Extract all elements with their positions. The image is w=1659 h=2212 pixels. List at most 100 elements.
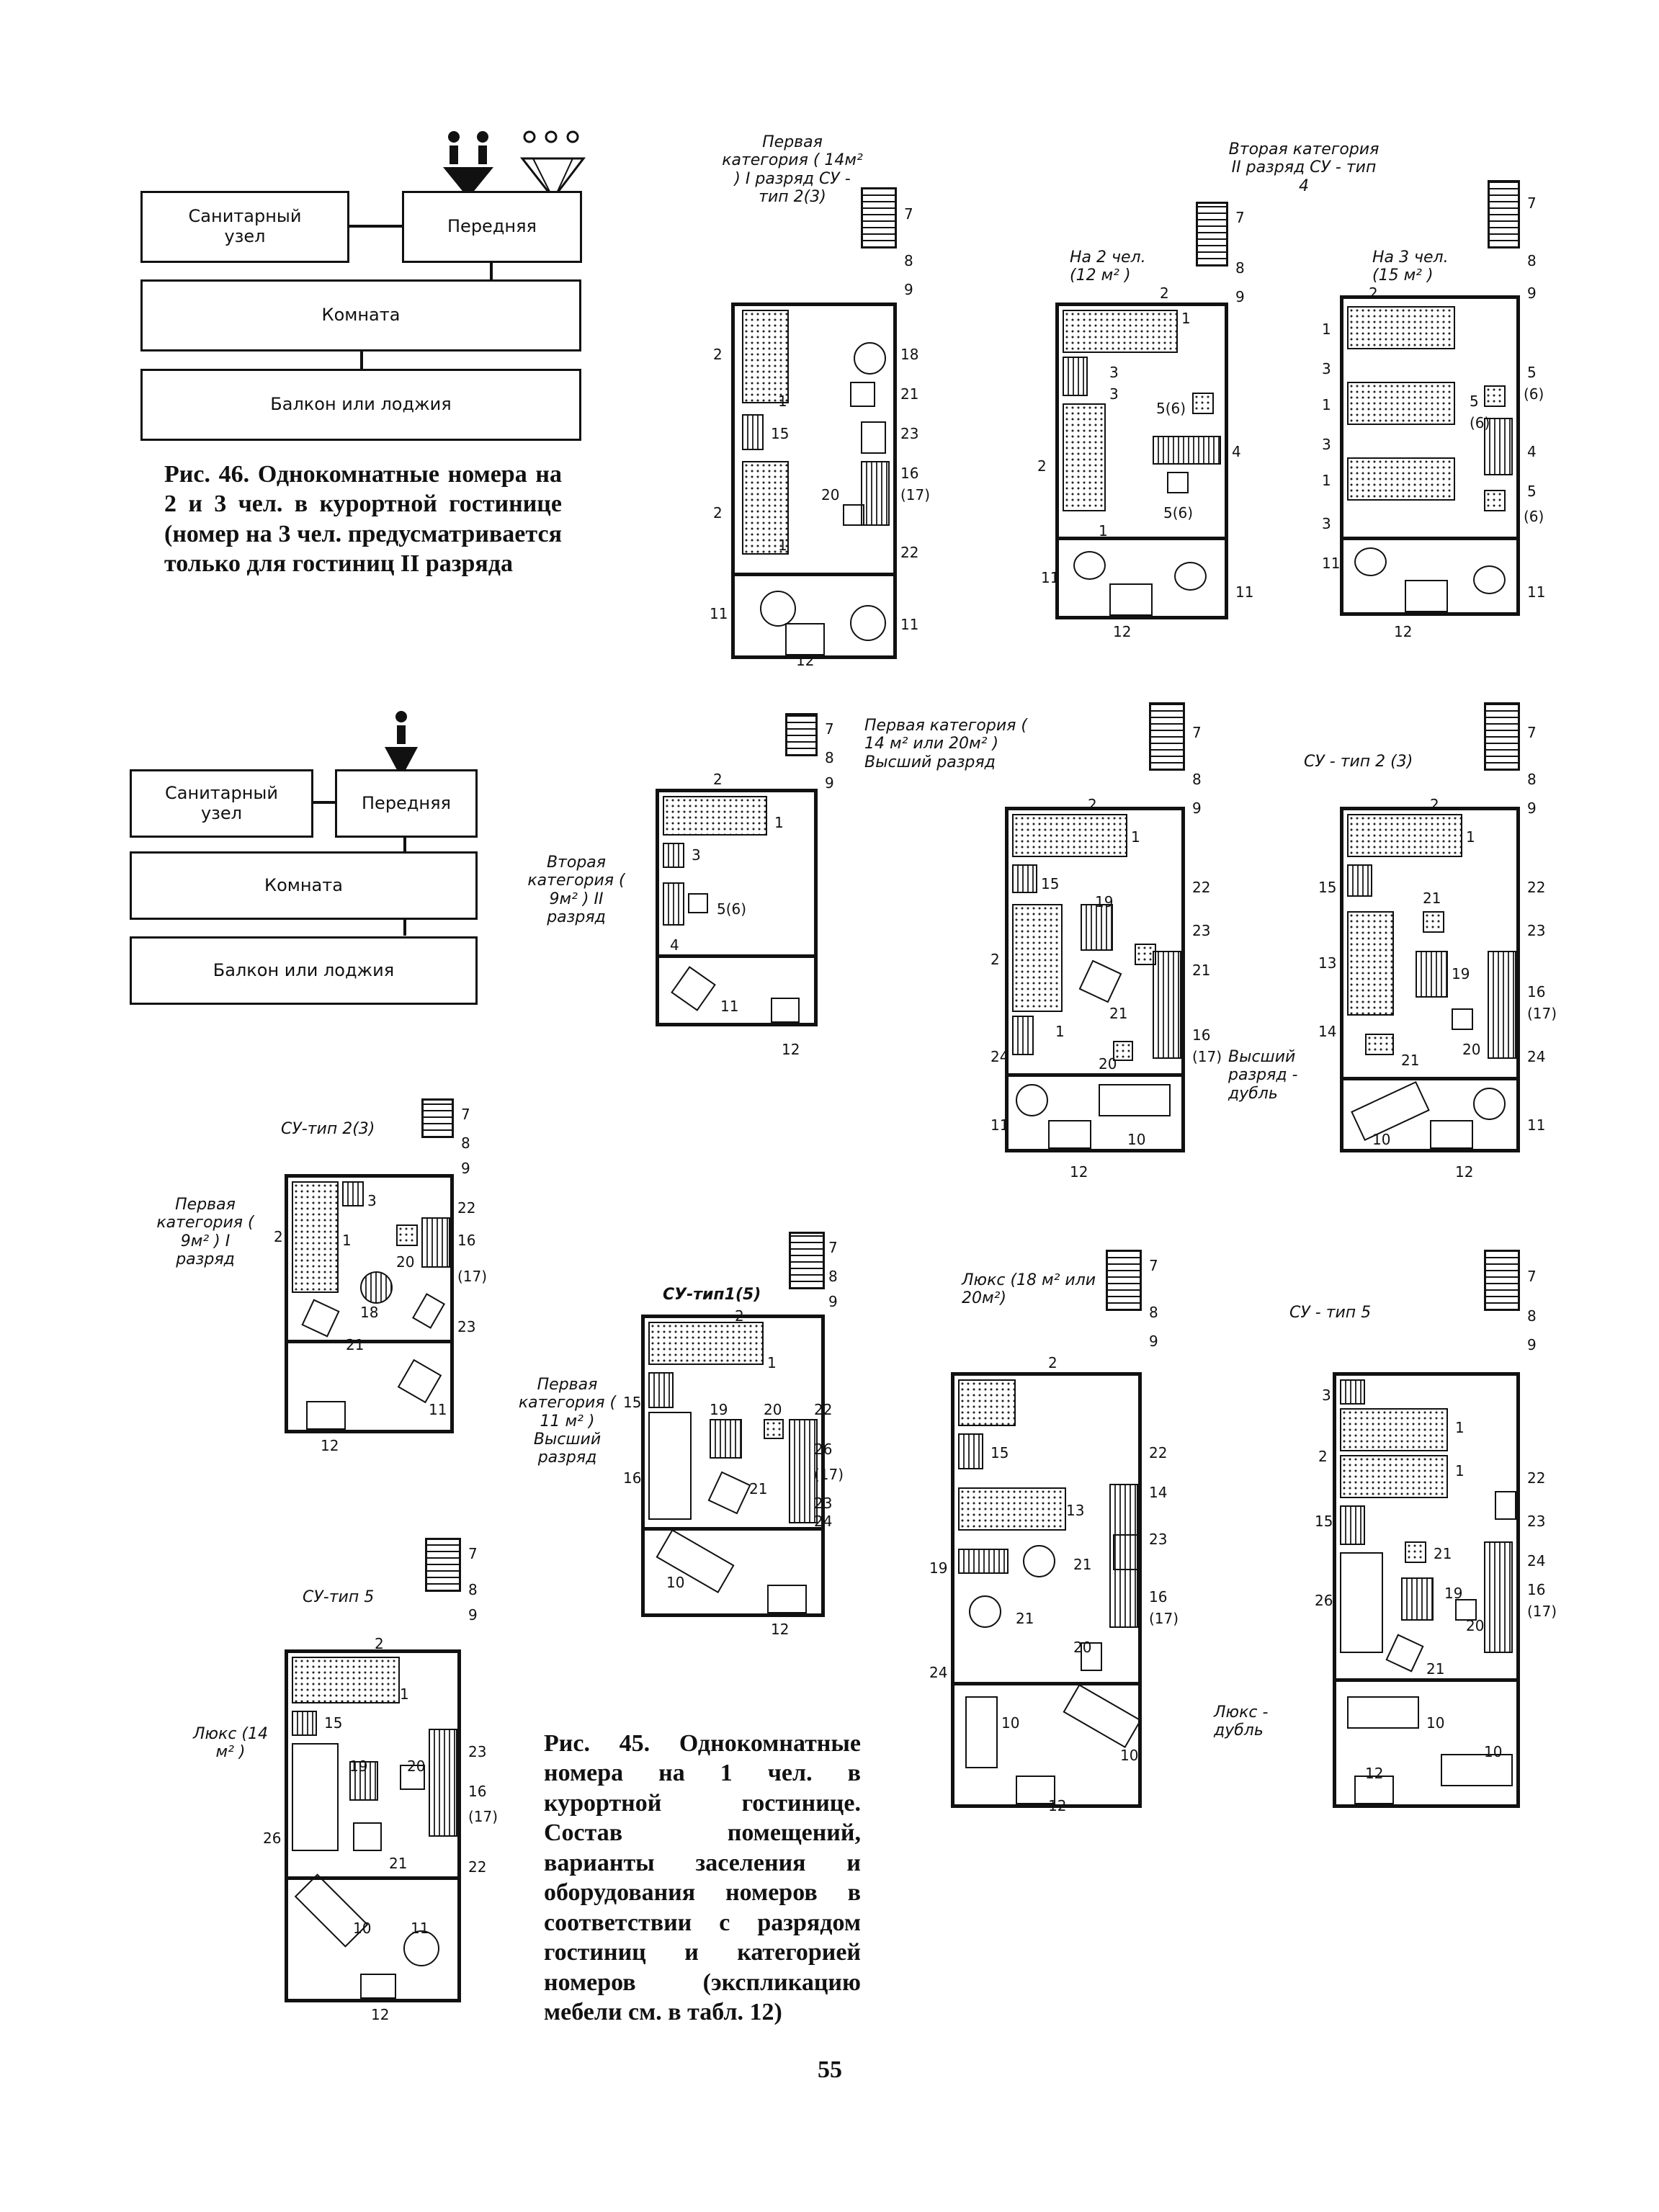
armchair-round: [1354, 547, 1387, 576]
furniture-number-label: 21: [346, 1336, 365, 1353]
furniture-number-label: (17): [1527, 1005, 1557, 1022]
furniture-number-label: 10: [1001, 1714, 1020, 1732]
furniture-number-label: 15: [1041, 875, 1060, 892]
furniture-number-label: 26: [814, 1441, 833, 1458]
furniture-number-label: 20: [407, 1757, 426, 1775]
furniture-number-label: 9: [468, 1606, 478, 1624]
plan-title: Первая категория ( 14м² ) I разряд СУ - …: [722, 133, 863, 206]
table-round: [1023, 1545, 1055, 1577]
desk: [1416, 951, 1448, 998]
furniture-number-label: 11: [1322, 555, 1341, 572]
furniture-number-label: 2: [1160, 285, 1169, 302]
furniture-number-label: 18: [360, 1304, 379, 1321]
furniture-number-label: 5(6): [1156, 400, 1186, 417]
furniture-number-label: 3: [367, 1192, 377, 1209]
furniture-number-label: 20: [1466, 1617, 1485, 1634]
balcony-wall: [731, 573, 897, 576]
wardrobe: [1488, 951, 1516, 1059]
balcony-wall: [1055, 537, 1228, 540]
wardrobe: [1153, 951, 1181, 1059]
furniture-number-label: 7: [825, 720, 834, 738]
furniture-number-label: 9: [1527, 800, 1537, 817]
table: [1048, 1120, 1091, 1149]
desk: [710, 1419, 742, 1459]
bed: [1340, 1455, 1448, 1498]
furniture-number-label: 11: [1527, 1116, 1546, 1134]
armchair-round: [1473, 1088, 1506, 1120]
lounger: [1347, 1696, 1419, 1729]
furniture-number-label: (17): [457, 1268, 488, 1285]
furniture-number-label: 7: [1527, 724, 1537, 741]
furniture-number-label: 21: [1426, 1660, 1445, 1678]
bed: [1347, 457, 1455, 501]
furniture-number-label: 24: [1527, 1552, 1546, 1570]
furniture-number-label: 16: [1527, 1581, 1546, 1598]
box-sanitary: Санитарный узел: [140, 191, 349, 263]
box-room: Комната: [130, 851, 478, 920]
balcony-wall: [656, 954, 818, 958]
nightstand: [1012, 864, 1037, 893]
furniture-number-label: 1: [1322, 472, 1331, 489]
furniture-number-label: 7: [1192, 724, 1202, 741]
plan-title: СУ-тип1(5): [663, 1286, 761, 1304]
furniture-number-label: 3: [1322, 360, 1331, 377]
furniture-number-label: 8: [828, 1268, 838, 1285]
furniture-number-label: 20: [821, 486, 840, 503]
table: [306, 1401, 346, 1430]
furniture-number-label: 2: [1037, 457, 1047, 475]
table-round: [969, 1595, 1001, 1628]
furniture-number-label: 22: [814, 1401, 833, 1418]
furniture-number-label: 2: [713, 771, 723, 788]
furniture-number-label: 19: [349, 1757, 368, 1775]
furniture-number-label: 1: [342, 1232, 352, 1249]
furniture-number-label: 9: [825, 774, 834, 792]
balcony-wall: [285, 1340, 454, 1343]
furniture-number-label: 23: [1527, 1513, 1546, 1530]
furniture-number-label: (17): [1149, 1610, 1179, 1627]
stair-icon: [1488, 180, 1520, 248]
furniture-number-label: 7: [828, 1239, 838, 1256]
furniture-number-label: 2: [1048, 1354, 1057, 1371]
armchair: [353, 1822, 382, 1851]
furniture-number-label: 12: [321, 1437, 339, 1454]
room-outline: [641, 1315, 825, 1617]
furniture-number-label: 1: [774, 814, 784, 831]
stair-icon: [1484, 1250, 1520, 1311]
plan-side-label: Первая категория ( 11 м² ) Высший разряд: [518, 1376, 617, 1467]
bed: [1063, 403, 1106, 511]
furniture-number-label: 19: [1452, 965, 1470, 982]
furniture-number-label: 21: [1423, 890, 1441, 907]
plan-side-label: Первая категория ( 9м² ) I разряд: [156, 1196, 254, 1268]
furniture-number-label: 16: [623, 1469, 642, 1487]
chair: [400, 1765, 425, 1790]
furniture-number-label: 10: [1426, 1714, 1445, 1732]
furniture-number-label: 11: [991, 1116, 1009, 1134]
figure-45-caption: Рис. 45. Однокомнатные номера на 1 чел. …: [544, 1730, 861, 2026]
stair-icon: [1484, 702, 1520, 771]
furniture-number-label: 7: [1149, 1257, 1158, 1274]
furniture-number-label: 8: [1527, 252, 1537, 269]
furniture-number-label: 21: [1401, 1052, 1420, 1069]
furniture-number-label: 20: [1462, 1041, 1481, 1058]
desk: [349, 1761, 378, 1801]
furniture-number-label: 2: [735, 1307, 744, 1325]
furniture-number-label: 2: [713, 346, 723, 363]
connector-line: [403, 838, 406, 852]
furniture-number-label: 7: [904, 205, 913, 223]
furniture-number-label: 3: [692, 846, 701, 864]
furniture-number-label: 19: [929, 1559, 948, 1577]
furniture-number-label: 3: [1109, 385, 1119, 403]
stair-icon: [785, 713, 818, 756]
box-balcony: Балкон или лоджия: [130, 936, 478, 1005]
sofa: [1340, 1552, 1383, 1653]
furniture-number-label: 1: [1455, 1462, 1465, 1479]
balcony-wall: [1005, 1073, 1185, 1077]
furniture-number-label: 22: [1192, 879, 1211, 896]
chair: [688, 893, 708, 913]
furniture-number-label: 10: [666, 1574, 685, 1591]
furniture-number-label: 10: [1372, 1131, 1391, 1148]
furniture-number-label: 9: [1235, 288, 1245, 305]
furniture-number-label: 24: [1527, 1048, 1546, 1065]
furniture-number-label: 5(6): [1163, 504, 1194, 521]
bed: [292, 1181, 339, 1293]
